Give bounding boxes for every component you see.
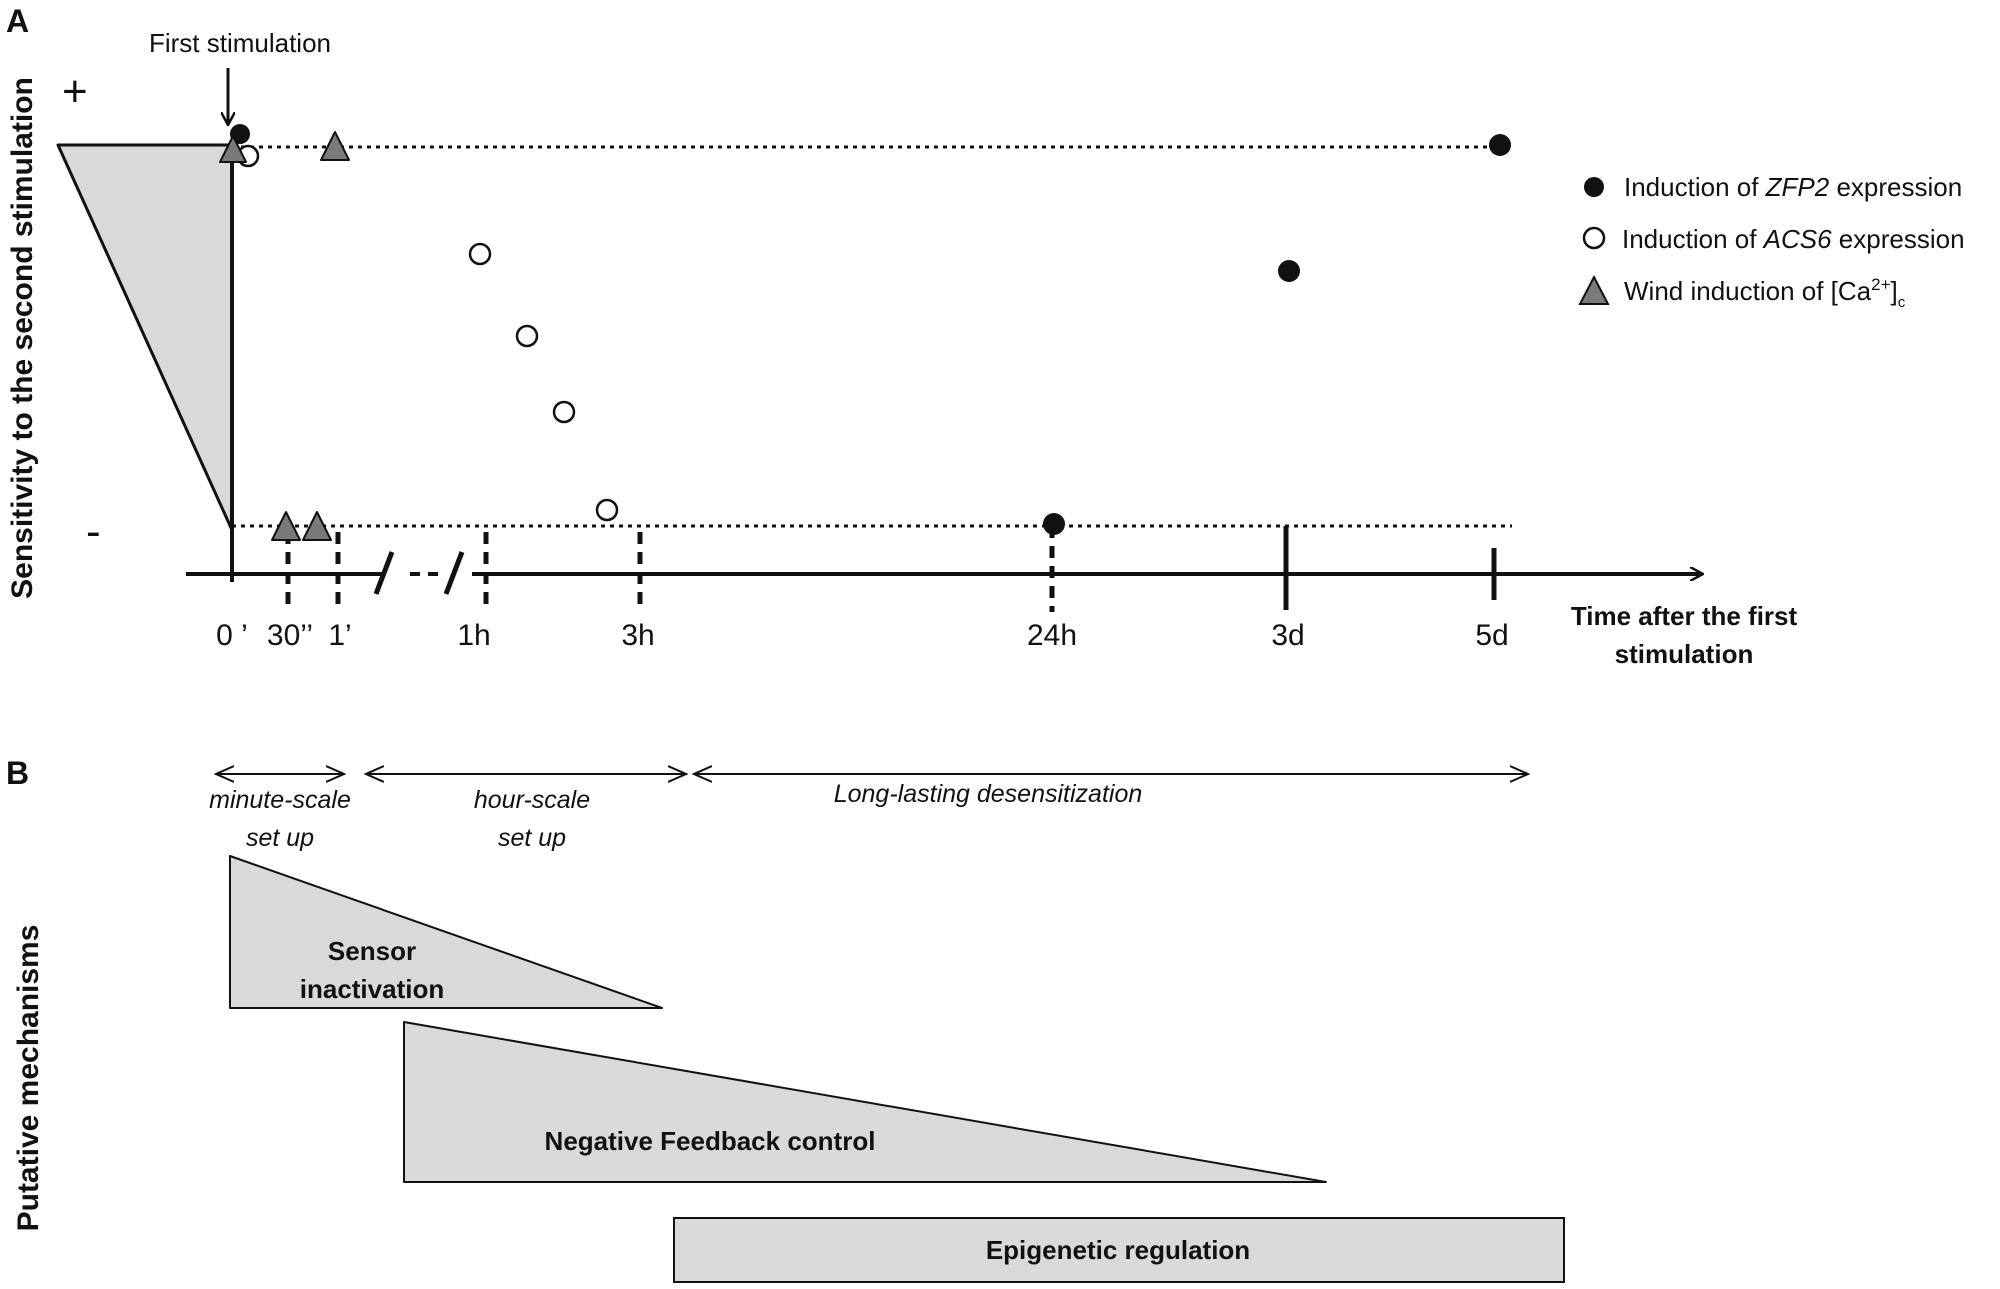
minute-scale-label-2: set up: [246, 824, 314, 852]
calcium-point: [302, 511, 332, 541]
y-low-sign: -: [86, 507, 101, 556]
legend-open-circle: [1582, 226, 1606, 250]
long-lasting-label: Long-lasting desensitization: [834, 780, 1143, 808]
mechanisms-axis-label: Putative mechanisms: [12, 925, 45, 1232]
acs6-point: [552, 400, 576, 424]
panel-a-label: A: [6, 3, 29, 39]
legend: Induction of ZFP2 expression Induction o…: [1578, 172, 1965, 311]
hour-scale-label-2: set up: [498, 824, 566, 852]
calcium-series: [219, 131, 350, 541]
tick-label-3h: 3h: [621, 619, 654, 652]
acs6-series: [236, 144, 619, 522]
tick-label-24h: 24h: [1027, 619, 1077, 652]
zfp2-point: [1278, 260, 1300, 282]
y-high-sign: +: [62, 67, 88, 116]
legend-triangle: [1578, 274, 1610, 305]
sensitivity-drop-shape: [56, 143, 234, 532]
zfp2-point: [1043, 513, 1065, 535]
tick-label-1min: 1’: [328, 619, 351, 652]
epigenetic-regulation-label: Epigenetic regulation: [986, 1235, 1250, 1265]
x-axis-title-line1: Time after the first: [1571, 601, 1798, 631]
axis-ticks: [285, 526, 1055, 612]
axis-break-mark-2: [443, 551, 465, 595]
x-axis-title-line2: stimulation: [1615, 639, 1754, 669]
minute-scale-label-1: minute-scale: [209, 786, 351, 814]
negative-feedback-shape: [403, 1021, 1327, 1183]
panel-b-label: B: [6, 755, 29, 791]
sensitivity-axis-label: Sensitivity to the second stimulation: [6, 77, 39, 599]
legend-zfp2: Induction of ZFP2 expression: [1624, 172, 1962, 202]
epigenetic-regulation-shape: [673, 1217, 1565, 1283]
tick-label-0: 0 ’: [216, 619, 248, 652]
tick-label-1h: 1h: [457, 619, 490, 652]
zfp2-series: [230, 124, 1511, 535]
sensor-inactivation-label-2: inactivation: [300, 974, 444, 1004]
calcium-point: [271, 511, 301, 541]
sensor-inactivation-label-1: Sensor: [328, 936, 416, 966]
legend-calcium: Wind induction of [Ca2+]c: [1624, 275, 1906, 311]
legend-filled-circle: [1584, 177, 1604, 197]
tick-label-30s: 30’’: [267, 619, 313, 652]
first-stimulation-label: First stimulation: [149, 28, 331, 58]
tick-label-5d: 5d: [1475, 619, 1508, 652]
axis-break-mark-1: [373, 551, 395, 595]
calcium-point: [320, 131, 350, 161]
negative-feedback-label: Negative Feedback control: [545, 1126, 876, 1156]
tick-label-3d: 3d: [1271, 619, 1304, 652]
acs6-point: [468, 242, 492, 266]
acs6-point: [515, 324, 539, 348]
zfp2-point: [1489, 134, 1511, 156]
acs6-point: [595, 498, 619, 522]
sensor-inactivation-shape: [229, 855, 663, 1009]
calcium-point: [219, 135, 247, 163]
hour-scale-label-1: hour-scale: [474, 786, 590, 814]
legend-acs6: Induction of ACS6 expression: [1622, 224, 1965, 254]
